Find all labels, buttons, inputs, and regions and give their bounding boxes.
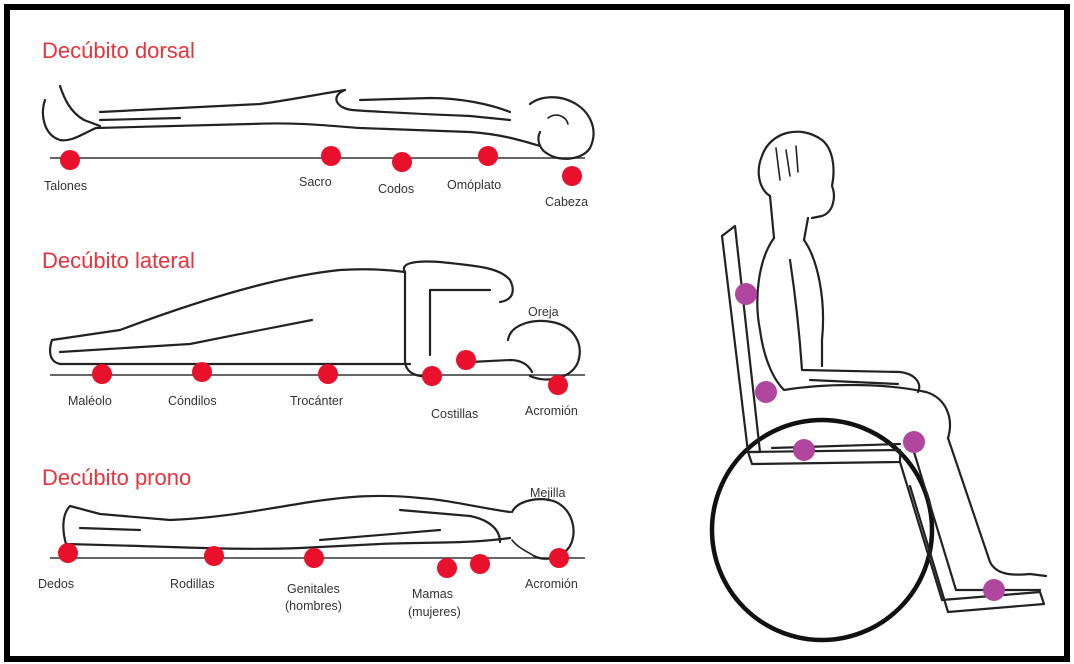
pressure-point-condilos xyxy=(192,362,212,382)
prono-points xyxy=(58,543,569,578)
wheelchair-points xyxy=(735,283,1005,601)
pressure-point-cabeza xyxy=(562,166,582,186)
label-maleolo: Maléolo xyxy=(68,394,112,408)
label-trocanter: Trocánter xyxy=(290,394,343,408)
label-codos: Codos xyxy=(378,182,414,196)
pressure-point-sacro xyxy=(321,146,341,166)
pressure-point-talones xyxy=(60,150,80,170)
seat xyxy=(748,450,900,464)
lateral-title: Decúbito lateral xyxy=(42,248,195,273)
pressure-point-seated-ischium xyxy=(793,439,815,461)
prono-title: Decúbito prono xyxy=(42,465,191,490)
pressure-point-acromion-prono xyxy=(549,548,569,568)
label-sacro: Sacro xyxy=(299,175,332,189)
pressure-point-seated-knee xyxy=(903,431,925,453)
pressure-point-dedos xyxy=(58,543,78,563)
label-omoplato: Omóplato xyxy=(447,178,501,192)
label-costillas: Costillas xyxy=(431,407,478,421)
pressure-point-rodillas xyxy=(204,546,224,566)
pressure-point-omoplato xyxy=(478,146,498,166)
pressure-point-acromion xyxy=(548,375,568,395)
pressure-point-seated-scapula xyxy=(735,283,757,305)
dorsal-figure xyxy=(43,86,594,159)
label-condilos: Cóndilos xyxy=(168,394,217,408)
dorsal-title: Decúbito dorsal xyxy=(42,38,195,63)
label-rodillas: Rodillas xyxy=(170,577,214,591)
pressure-point-seated-heel xyxy=(983,579,1005,601)
label-acromion-lateral: Acromión xyxy=(525,404,578,418)
label-oreja: Oreja xyxy=(528,305,559,319)
pressure-point-oreja xyxy=(456,350,476,370)
pressure-point-codos xyxy=(392,152,412,172)
label-acromion-prono: Acromión xyxy=(525,577,578,591)
pressure-point-mamas-1 xyxy=(437,558,457,578)
backrest xyxy=(722,226,760,452)
pressure-point-genitales xyxy=(304,548,324,568)
lateral-points xyxy=(92,350,568,395)
label-cabeza: Cabeza xyxy=(545,195,588,209)
pressure-point-seated-sacrum xyxy=(755,381,777,403)
label-mejilla: Mejilla xyxy=(530,486,565,500)
label-mamas-note: (mujeres) xyxy=(408,605,461,619)
label-talones: Talones xyxy=(44,179,87,193)
label-genitales: Genitales xyxy=(287,582,340,596)
label-mamas: Mamas xyxy=(412,587,453,601)
pressure-point-costillas xyxy=(422,366,442,386)
pressure-point-mamas-2 xyxy=(470,554,490,574)
pressure-point-trocanter xyxy=(318,364,338,384)
lateral-figure xyxy=(50,261,585,379)
label-genitales-note: (hombres) xyxy=(285,599,342,613)
pressure-point-maleolo xyxy=(92,364,112,384)
label-dedos: Dedos xyxy=(38,577,74,591)
